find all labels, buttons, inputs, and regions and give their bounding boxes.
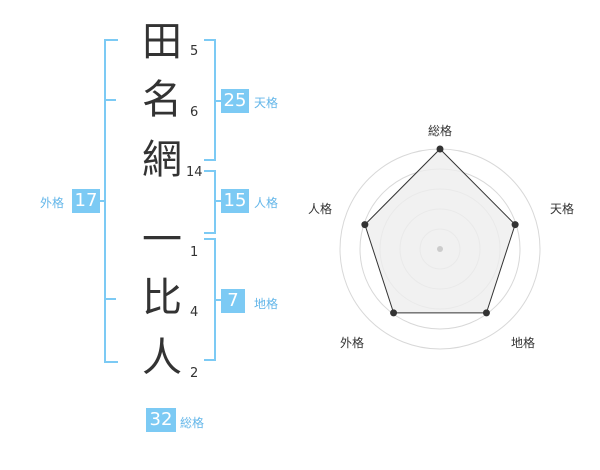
radar-point-1	[436, 145, 444, 153]
jinkaku-value-badge: 15	[221, 189, 249, 213]
gaikaku-label: 外格	[40, 196, 65, 210]
name-char-4: 一	[142, 217, 182, 263]
radar-label-soukaku: 総格	[428, 124, 453, 138]
name-char-5: 比	[142, 275, 182, 321]
jinkaku-label: 人格	[254, 196, 279, 210]
stroke-count-1: 5	[190, 44, 199, 59]
radar-label-tenkaku: 天格	[550, 202, 575, 216]
radar-point-5	[361, 221, 369, 229]
stroke-count-3: 14	[186, 165, 203, 180]
name-char-1: 田	[142, 19, 182, 65]
tenkaku-label: 天格	[254, 96, 279, 110]
jinkaku-connector	[214, 200, 222, 202]
radar-label-jinkaku: 人格	[308, 202, 333, 216]
stroke-count-6: 2	[190, 366, 199, 381]
radar-label-gaikaku: 外格	[340, 336, 365, 350]
radar-label-chikaku: 地格	[511, 336, 536, 350]
tenkaku-connector	[214, 100, 222, 102]
gaikaku-bracket-tick	[104, 99, 116, 101]
stroke-count-4: 1	[190, 245, 199, 260]
radar-point-4	[390, 309, 398, 317]
jinkaku-bracket	[204, 170, 216, 234]
gaikaku-bracket	[104, 39, 118, 363]
soukaku-label: 総格	[180, 416, 205, 430]
tenkaku-value-badge: 25	[221, 89, 249, 113]
chikaku-label: 地格	[254, 297, 279, 311]
name-char-3: 網	[142, 137, 182, 183]
chikaku-value-badge: 7	[221, 289, 245, 313]
radar-polygon	[364, 148, 516, 314]
stroke-count-5: 4	[190, 305, 199, 320]
gaikaku-bracket-tick	[104, 298, 116, 300]
name-char-6: 人	[142, 335, 182, 381]
radar-points	[361, 145, 519, 317]
gaikaku-value-badge: 17	[72, 189, 100, 213]
name-char-2: 名	[142, 77, 182, 123]
radar-point-2	[511, 221, 519, 229]
stroke-count-2: 6	[190, 105, 199, 120]
radar-center-dot	[437, 246, 443, 252]
soukaku-value-badge: 32	[146, 408, 176, 432]
radar-point-3	[482, 309, 490, 317]
chikaku-connector	[214, 299, 222, 301]
